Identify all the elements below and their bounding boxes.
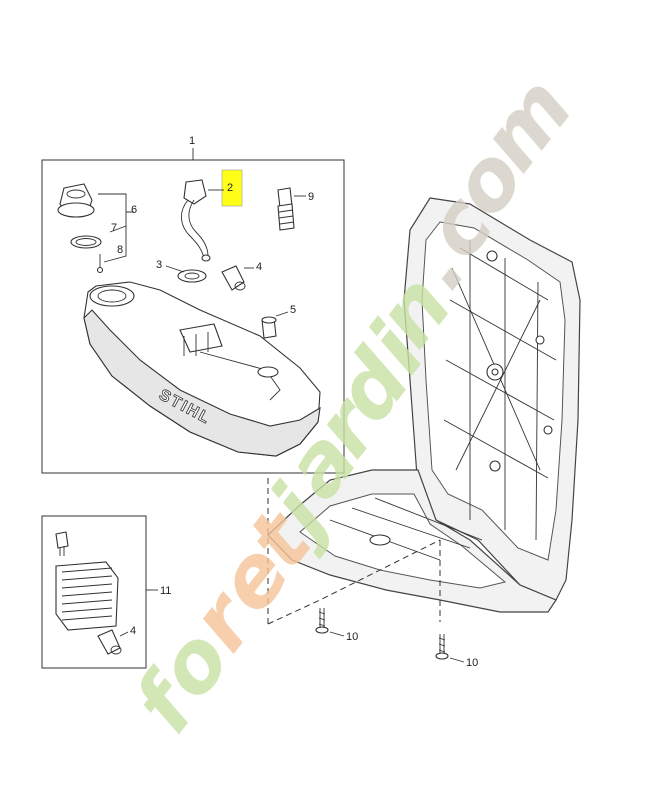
- callout-2: 2: [227, 182, 233, 194]
- callout-6: 6: [131, 204, 137, 216]
- callout-2-highlight: [221, 169, 243, 207]
- mounting-leader-dashed: [267, 478, 441, 625]
- callout-4-tank: 4: [256, 261, 262, 273]
- service-kit-box: [41, 515, 147, 669]
- tank-cap-assembly: [57, 183, 104, 274]
- callout-3: 3: [156, 259, 162, 271]
- back-frame: [267, 197, 581, 613]
- fuel-filter-kit: [97, 629, 122, 655]
- callout-4-kit: 4: [130, 625, 136, 637]
- callout-10-right: 10: [466, 657, 478, 669]
- callout-11: 11: [160, 585, 171, 597]
- fuel-filter: [221, 265, 246, 291]
- grommet: [177, 269, 207, 283]
- callout-8: 8: [117, 244, 123, 256]
- callout-9: 9: [308, 191, 314, 203]
- callout-1: 1: [189, 135, 195, 147]
- tank-fitting: [261, 316, 277, 339]
- callout-7: 7: [111, 222, 117, 234]
- screw-right: [435, 634, 449, 660]
- air-filter: [55, 561, 119, 631]
- fuel-pickup-hose: [181, 179, 211, 262]
- vent-valve: [277, 187, 295, 231]
- callout-10-left: 10: [346, 631, 358, 643]
- callout-5: 5: [290, 304, 296, 316]
- screw-left: [315, 608, 329, 634]
- spark-plug: [55, 531, 69, 556]
